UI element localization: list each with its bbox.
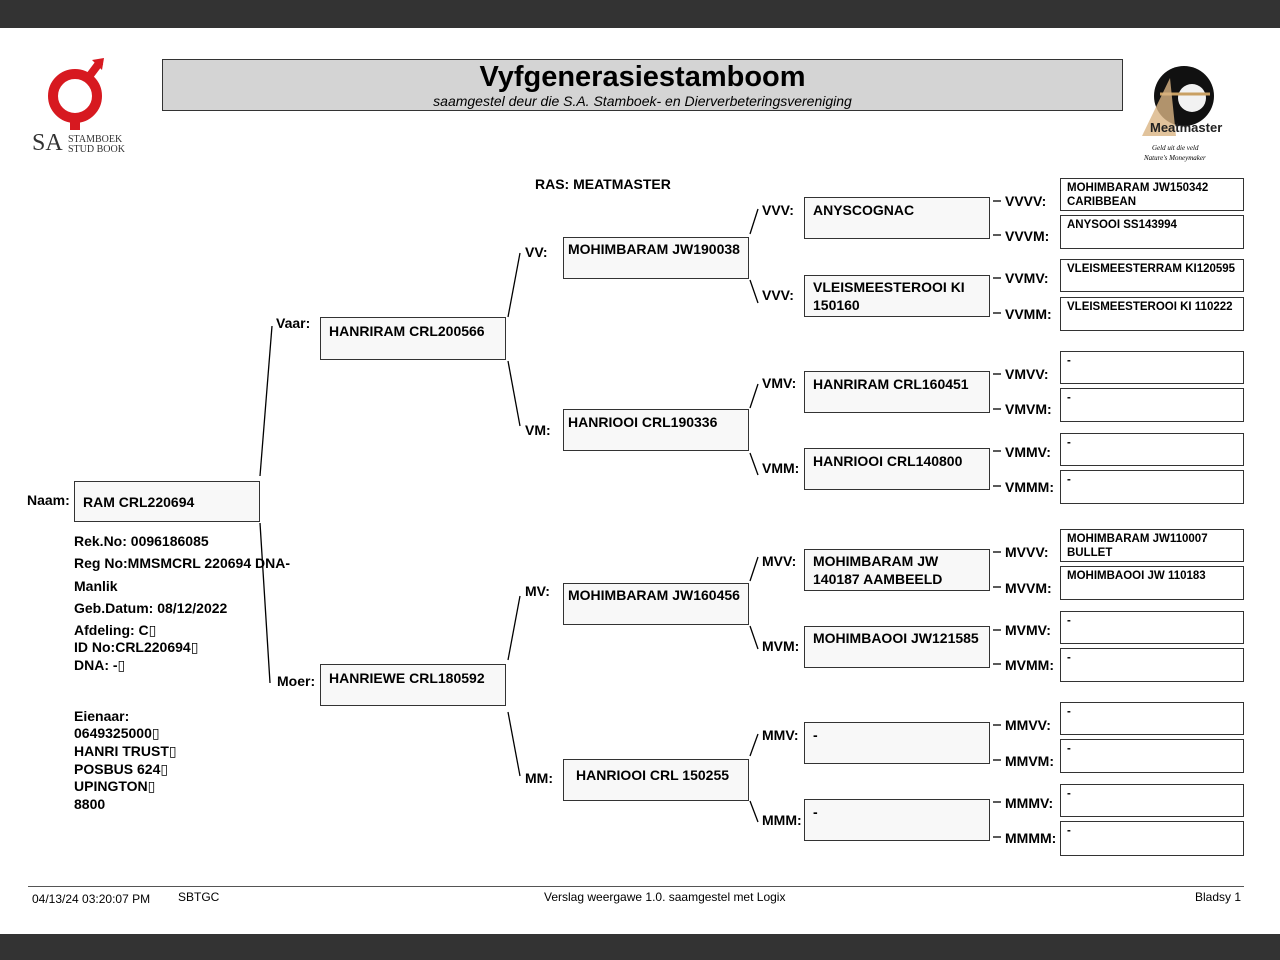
- vvv-label: VVV:: [762, 202, 794, 218]
- mvv-box: MOHIMBARAM JW 140187 AAMBEELD: [804, 549, 990, 591]
- mmv-box: -: [804, 722, 990, 764]
- gen4-label: MMMV:: [1005, 795, 1054, 811]
- gen4-label: VVVM:: [1005, 228, 1050, 244]
- mvm-label: MVM:: [762, 638, 800, 654]
- gen4-box: MOHIMBARAM JW150342 CARIBBEAN: [1060, 178, 1244, 211]
- sa-logo-line2: STUD BOOK: [68, 144, 125, 155]
- sa-logo-emblem-icon: [48, 58, 104, 130]
- gen4-box: -: [1060, 821, 1244, 856]
- mmm-label: MMM:: [762, 812, 802, 828]
- gen4-label: VVVV:: [1005, 193, 1047, 209]
- gen4-label: VVMV:: [1005, 270, 1049, 286]
- footer-divider: [28, 886, 1244, 887]
- gen4-box: VLEISMEESTEROOI KI 110222: [1060, 297, 1244, 331]
- vm-label: VM:: [525, 422, 551, 438]
- owner-line: HANRI TRUST▯: [74, 743, 177, 759]
- gen4-box: -: [1060, 784, 1244, 817]
- mm-label: MM:: [525, 770, 553, 786]
- dna: DNA: -▯: [74, 657, 126, 673]
- gen4-label: MVVM:: [1005, 580, 1052, 596]
- gen4-label: MMMM:: [1005, 830, 1057, 846]
- viewer-bottom-bar: [0, 934, 1280, 960]
- gen4-label: VMVV:: [1005, 366, 1049, 382]
- gen4-label: MMVM:: [1005, 753, 1054, 769]
- gen4-box: -: [1060, 739, 1244, 773]
- viewer-top-bar: [0, 0, 1280, 28]
- vvm-box: VLEISMEESTEROOI KI 150160: [804, 275, 990, 317]
- footer-page-number: Bladsy 1: [1195, 890, 1242, 904]
- gen4-box: -: [1060, 470, 1244, 504]
- gen4-label: MVVV:: [1005, 544, 1049, 560]
- sa-logo-letters: SA: [32, 130, 63, 156]
- vmv-box: HANRIRAM CRL160451: [804, 371, 990, 413]
- afdeling: Afdeling: C▯: [74, 622, 157, 638]
- gen4-label: VMMV:: [1005, 444, 1051, 460]
- sex: Manlik: [74, 578, 118, 594]
- mv-box: MOHIMBARAM JW160456: [563, 583, 749, 625]
- gen4-box: -: [1060, 648, 1244, 682]
- vmm-label: VMM:: [762, 460, 800, 476]
- gen4-label: VMVM:: [1005, 401, 1052, 417]
- sa-logo-line1: STAMBOEK: [68, 134, 123, 145]
- owner-label: Eienaar:: [74, 708, 130, 724]
- id-no: ID No:CRL220694▯: [74, 639, 199, 655]
- meatmaster-tagline-2: Nature's Moneymaker: [1144, 154, 1206, 162]
- mmv-label: MMV:: [762, 727, 799, 743]
- vvv-box: ANYSCOGNAC: [804, 197, 990, 239]
- meatmaster-tagline-1: Geld uit die veld: [1152, 144, 1199, 152]
- footer-code: SBTGC: [178, 890, 220, 904]
- gen4-label: VMMM:: [1005, 479, 1054, 495]
- reg-no: Reg No:MMSMCRL 220694 DNA-: [74, 555, 290, 571]
- gen4-box: MOHIMBAOOI JW 110183: [1060, 566, 1244, 600]
- moer-label: Moer:: [277, 673, 316, 689]
- gen4-label: MVMV:: [1005, 622, 1051, 638]
- owner-line: UPINGTON▯: [74, 778, 156, 794]
- vaar-label: Vaar:: [276, 315, 311, 331]
- sa-studbook-logo: SA STAMBOEK STUD BOOK: [30, 58, 140, 158]
- owner-line: 0649325000▯: [74, 725, 160, 741]
- gen4-label: MVMM:: [1005, 657, 1054, 673]
- rek-no: Rek.No: 0096186085: [74, 533, 209, 549]
- gen4-box: VLEISMEESTERRAM KI120595: [1060, 259, 1244, 292]
- meatmaster-logo: Meatmaster Geld uit die veld Nature's Mo…: [1140, 58, 1223, 168]
- vv-label: VV:: [525, 244, 548, 260]
- vm-box: HANRIOOI CRL190336: [563, 409, 749, 451]
- mm-box: HANRIOOI CRL 150255: [563, 759, 749, 801]
- birth-date: Geb.Datum: 08/12/2022: [74, 600, 228, 616]
- animal-name-box: RAM CRL220694: [74, 481, 260, 522]
- gen4-box: MOHIMBARAM JW110007 BULLET: [1060, 529, 1244, 562]
- gen4-box: -: [1060, 351, 1244, 384]
- mv-label: MV:: [525, 583, 550, 599]
- page-title: Vyfgenerasiestamboom: [479, 61, 806, 93]
- mmm-box: -: [804, 799, 990, 841]
- meatmaster-emblem-icon: [1142, 66, 1214, 136]
- owner-line: POSBUS 624▯: [74, 761, 169, 777]
- gen4-box: -: [1060, 611, 1244, 644]
- footer-report: Verslag weergawe 1.0. saamgestel met Log…: [544, 890, 786, 904]
- breed-label: RAS: MEATMASTER: [535, 176, 671, 192]
- mvv-label: MVV:: [762, 553, 797, 569]
- gen4-box: -: [1060, 433, 1244, 466]
- moer-box: HANRIEWE CRL180592: [320, 664, 506, 706]
- name-label: Naam:: [27, 492, 70, 508]
- vmv-label: VMV:: [762, 375, 797, 391]
- footer-timestamp: 04/13/24 03:20:07 PM: [32, 892, 151, 906]
- page-subtitle: saamgestel deur die S.A. Stamboek- en Di…: [433, 93, 852, 109]
- vaar-box: HANRIRAM CRL200566: [320, 317, 506, 360]
- vmm-box: HANRIOOI CRL140800: [804, 448, 990, 490]
- pedigree-page: SA STAMBOEK STUD BOOK Vyfgenerasiestambo…: [0, 28, 1280, 934]
- owner-line: 8800: [74, 796, 106, 812]
- gen4-box: -: [1060, 702, 1244, 735]
- gen4-box: ANYSOOI SS143994: [1060, 215, 1244, 249]
- vv-box: MOHIMBARAM JW190038: [563, 237, 749, 279]
- gen4-label: VVMM:: [1005, 306, 1052, 322]
- mvm-box: MOHIMBAOOI JW121585: [804, 626, 990, 668]
- gen4-box: -: [1060, 388, 1244, 422]
- vvm-label: VVV:: [762, 287, 794, 303]
- gen4-label: MMVV:: [1005, 717, 1051, 733]
- meatmaster-logo-text: Meatmaster: [1150, 120, 1223, 135]
- title-banner: Vyfgenerasiestamboom saamgestel deur die…: [162, 59, 1123, 111]
